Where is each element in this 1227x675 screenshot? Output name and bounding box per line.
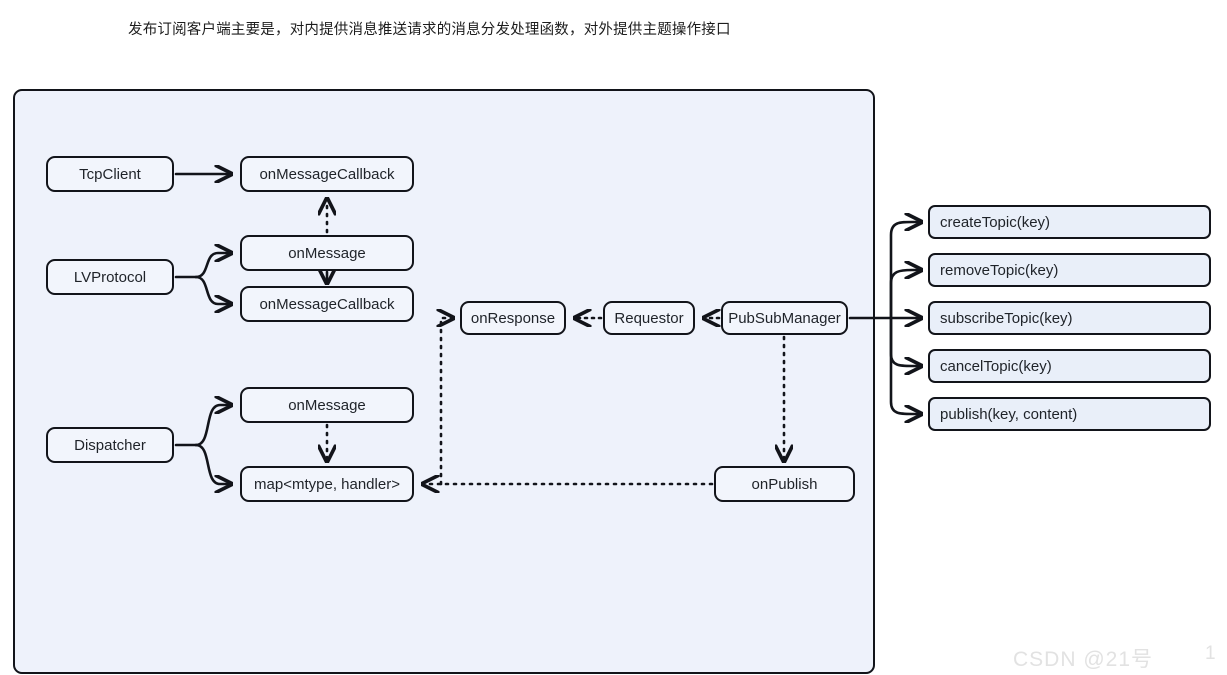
edge-pubsub-publish — [889, 316, 921, 414]
node-maphandler: map<mtype, handler> — [240, 466, 414, 502]
edge-pubsub-canceltopic — [889, 316, 921, 366]
node-onmessage_disp: onMessage — [240, 387, 414, 423]
page-number: 1 — [1205, 643, 1216, 664]
watermark-text: CSDN @21号 — [1013, 648, 1154, 671]
node-onresponse: onResponse — [460, 301, 566, 335]
node-subscribetopic: subscribeTopic(key) — [928, 301, 1211, 335]
node-lvprotocol: LVProtocol — [46, 259, 174, 295]
diagram-caption: 发布订阅客户端主要是，对内提供消息推送请求的消息分发处理函数，对外提供主题操作接… — [128, 22, 731, 38]
node-requestor: Requestor — [603, 301, 695, 335]
edge-pubsub-createtopic — [889, 222, 921, 320]
node-pubsubmanager: PubSubManager — [721, 301, 848, 335]
edge-pubsub-removetopic — [889, 270, 921, 320]
node-tcpclient: TcpClient — [46, 156, 174, 192]
node-publish: publish(key, content) — [928, 397, 1211, 431]
node-removetopic: removeTopic(key) — [928, 253, 1211, 287]
node-onmessage_lv: onMessage — [240, 235, 414, 271]
node-onpublish: onPublish — [714, 466, 855, 502]
node-dispatcher: Dispatcher — [46, 427, 174, 463]
node-createtopic: createTopic(key) — [928, 205, 1211, 239]
node-cb_lv: onMessageCallback — [240, 286, 414, 322]
node-cb_tcp: onMessageCallback — [240, 156, 414, 192]
node-canceltopic: cancelTopic(key) — [928, 349, 1211, 383]
